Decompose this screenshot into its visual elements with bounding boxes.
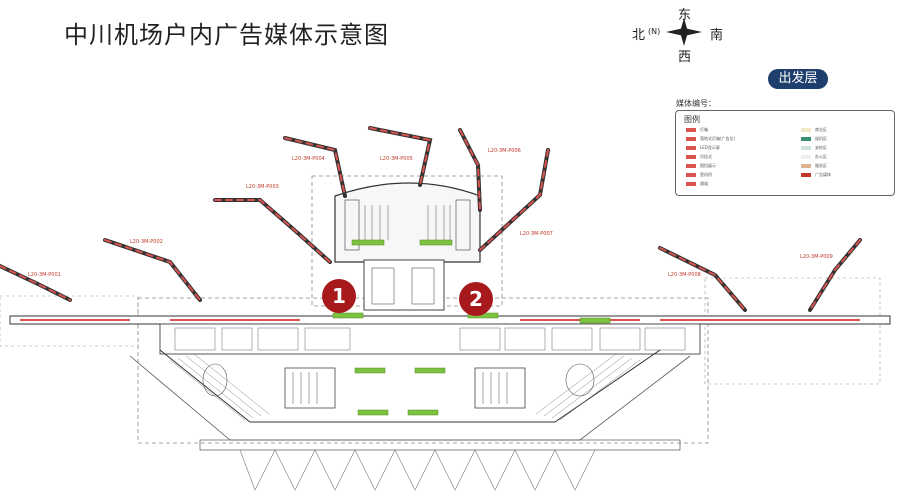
gate-label: L20-3M-P006 bbox=[488, 148, 521, 154]
legend-label: 安检区 bbox=[815, 145, 827, 150]
road-markings bbox=[239, 449, 596, 491]
legend-label: 办公区 bbox=[815, 154, 827, 159]
legend-label: 登机桥 bbox=[700, 172, 712, 177]
compass-rose: 东 西 北 (N) 南 bbox=[628, 4, 738, 65]
departure-curb bbox=[159, 349, 661, 423]
legend-item: 登机桥 bbox=[686, 172, 712, 178]
location-marker-2[interactable]: 2 bbox=[459, 282, 493, 316]
east-plaza bbox=[565, 363, 595, 397]
compass-east: 东 bbox=[678, 8, 692, 23]
east-wing-outline bbox=[704, 277, 881, 385]
compass-north-mark: (N) bbox=[648, 27, 661, 36]
legend-item: 吊挂式 bbox=[686, 154, 712, 160]
legend-swatch bbox=[686, 146, 696, 150]
legend-swatch bbox=[686, 164, 696, 168]
gate-label: L20-3M-P003 bbox=[246, 184, 279, 190]
gate-label: L20-3M-P002 bbox=[130, 239, 163, 245]
gate-label: L20-3M-P008 bbox=[668, 272, 701, 278]
boarding-bridges bbox=[0, 126, 862, 312]
gate-label: L20-3M-P001 bbox=[28, 272, 61, 278]
legend-label: 广告媒体 bbox=[815, 172, 831, 177]
main-hall bbox=[159, 323, 701, 355]
legend-item: 灯箱 bbox=[686, 127, 708, 133]
roadway-outer bbox=[129, 355, 691, 441]
bridge-p002 bbox=[103, 238, 202, 302]
compass-south: 南 bbox=[710, 28, 724, 43]
legend-label: LED显示屏 bbox=[700, 145, 720, 150]
legend-label: 服务区 bbox=[815, 163, 827, 168]
west-plaza bbox=[202, 363, 228, 397]
legend-label: 商业区 bbox=[815, 127, 827, 132]
bottom-road bbox=[199, 439, 681, 451]
legend-label: 吊挂式 bbox=[700, 154, 712, 159]
legend-swatch bbox=[686, 155, 696, 159]
pier-seating bbox=[364, 205, 451, 240]
checkin-island-east bbox=[474, 367, 526, 409]
gate-label: L20-3M-P009 bbox=[800, 254, 833, 260]
legend-item: 落地式灯箱(广告位) bbox=[686, 136, 735, 142]
pier-gate-block-east bbox=[455, 199, 471, 251]
location-marker-1[interactable]: 1 bbox=[322, 279, 356, 313]
bridge-p008 bbox=[658, 246, 747, 312]
green-media-boxes bbox=[332, 239, 611, 416]
legend-label: 落地式灯箱(广告位) bbox=[700, 136, 736, 141]
bridge-p004 bbox=[283, 136, 347, 198]
legend-label: 围挡展示 bbox=[700, 163, 716, 168]
legend-swatch bbox=[686, 137, 696, 141]
legend-swatch bbox=[686, 182, 696, 186]
legend-item: 商业区 bbox=[801, 127, 827, 133]
legend-item: 服务区 bbox=[801, 163, 827, 169]
legend-label: 候机区 bbox=[815, 136, 827, 141]
ramp-hatching bbox=[169, 353, 641, 421]
legend-swatch bbox=[801, 155, 811, 159]
floor-badge[interactable]: 出发层 bbox=[768, 69, 828, 89]
legend-item: 候机区 bbox=[801, 136, 827, 142]
legend-label: 通道 bbox=[700, 181, 708, 186]
legend-item: 通道 bbox=[686, 181, 708, 187]
legend-swatch bbox=[801, 137, 811, 141]
legend-swatch bbox=[801, 128, 811, 132]
hall-rooms bbox=[174, 327, 686, 351]
gate-label: L20-3M-P005 bbox=[380, 156, 413, 162]
legend-box: 图例 灯箱落地式灯箱(广告位) LED显示屏吊挂式围挡展示登机桥通道 商业区候机区… bbox=[675, 110, 895, 196]
map-title: 中川机场户内广告媒体示意图 bbox=[64, 21, 389, 49]
compass-west: 西 bbox=[678, 50, 692, 65]
media-code-label: 媒体编号： bbox=[676, 99, 716, 108]
compass-north: 北 bbox=[632, 28, 646, 43]
legend-item: LED显示屏 bbox=[686, 145, 720, 151]
legend-label: 灯箱 bbox=[700, 127, 708, 132]
legend-swatch bbox=[801, 164, 811, 168]
legend-item: 安检区 bbox=[801, 145, 827, 151]
compass-icon bbox=[666, 18, 702, 46]
legend-item: 围挡展示 bbox=[686, 163, 716, 169]
legend-swatch bbox=[801, 173, 811, 177]
legend-swatch bbox=[686, 173, 696, 177]
gate-label: L20-3M-P004 bbox=[292, 156, 325, 162]
bridge-p003 bbox=[213, 198, 332, 264]
checkin-island-west bbox=[284, 367, 336, 409]
legend-swatch bbox=[686, 128, 696, 132]
gate-label: L20-3M-P007 bbox=[520, 231, 553, 237]
legend-item: 广告媒体 bbox=[801, 172, 831, 178]
central-core bbox=[363, 259, 445, 311]
legend-title: 图例 bbox=[684, 115, 700, 124]
pier-gate-block-west bbox=[344, 199, 360, 251]
legend-item: 办公区 bbox=[801, 154, 827, 160]
legend-swatch bbox=[801, 146, 811, 150]
